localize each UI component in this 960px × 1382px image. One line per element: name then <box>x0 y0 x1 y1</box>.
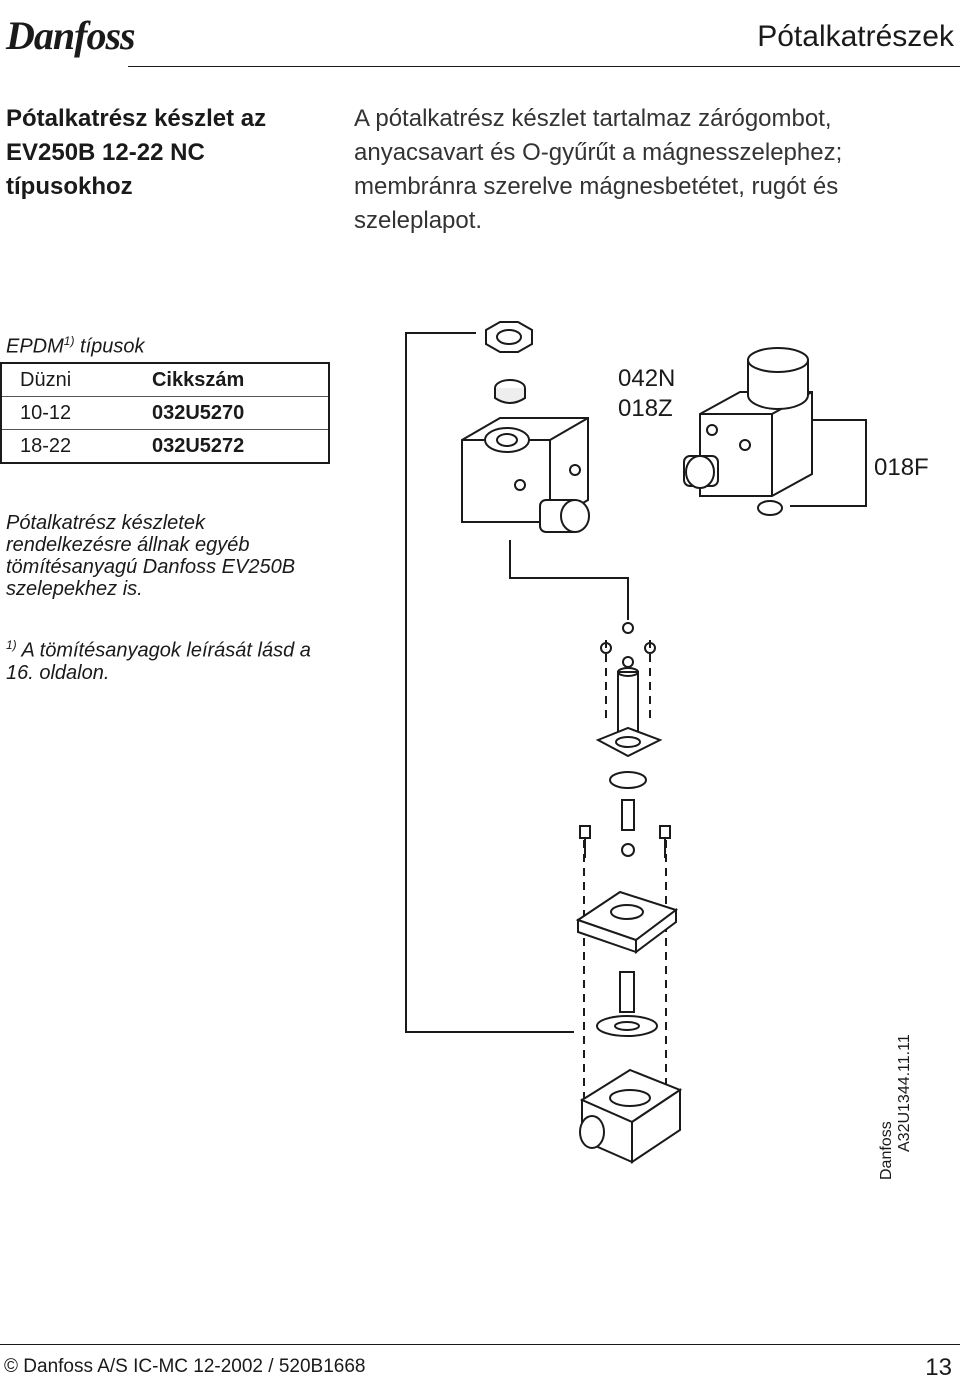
table-header-row: Düzni Cikkszám <box>1 363 329 397</box>
section-title: Pótalkatrész készlet az EV250B 12-22 NC … <box>6 105 267 200</box>
label-042n: 042N <box>618 365 676 392</box>
drawing-brand: Danfoss <box>878 1121 895 1180</box>
table-caption-footnote-marker: 1) <box>63 334 75 348</box>
table-cell-nozzle: 18-22 <box>20 434 72 457</box>
drawing-id: Danfoss <box>878 1090 896 1180</box>
availability-note: Pótalkatrész készletek rendelkezésre áll… <box>6 512 296 600</box>
header-rule <box>128 66 960 67</box>
table-caption-rest: típusok <box>74 335 145 358</box>
coil-left-part <box>461 417 590 533</box>
column-header-code: Cikkszám <box>133 363 329 397</box>
parts-table: Düzni Cikkszám 10-12 032U5270 18-22 032U… <box>0 362 330 464</box>
o-ring-part <box>757 500 783 516</box>
bracket-line-right <box>790 419 867 507</box>
drawing-code: A32U1344.11.11 <box>896 1034 913 1152</box>
coil-right-part <box>683 347 813 497</box>
nut-part <box>485 321 533 353</box>
bracket-line-mid <box>509 540 629 620</box>
footnote-text: A tömítésanyagok leírását lásd a 16. old… <box>6 639 311 684</box>
long-screw-left-part <box>579 825 591 858</box>
footnote-marker: 1) <box>6 638 17 652</box>
closing-knob-part <box>494 379 526 404</box>
table-cell-code: 032U5270 <box>133 396 329 430</box>
cover-plate-part <box>575 890 679 954</box>
spring-part <box>621 799 635 857</box>
label-018z: 018Z <box>618 395 673 422</box>
label-coil-group: 042N 018Z <box>618 364 675 424</box>
page-title: Pótalkatrészek <box>757 20 954 53</box>
danfoss-logo: Danfoss <box>6 13 136 58</box>
section-description: A pótalkatrész készlet tartalmaz zárógom… <box>354 105 843 234</box>
table-caption-main: EPDM <box>6 335 64 358</box>
armature-tube-part <box>595 667 663 758</box>
table-cell-nozzle: 10-12 <box>1 396 134 430</box>
label-018f: 018F <box>874 454 929 481</box>
long-screw-right-part <box>659 825 671 858</box>
footer-rule <box>0 1344 960 1345</box>
valve-body-part <box>579 1068 683 1164</box>
screw-top-group <box>600 622 656 668</box>
column-header-nozzle: Düzni <box>1 363 134 397</box>
footer-copyright: © Danfoss A/S IC-MC 12-2002 / 520B1668 <box>4 1356 366 1377</box>
drawing-code-wrap: A32U1344.11.11 <box>896 1012 914 1152</box>
table-row: 18-22 032U5272 <box>1 430 329 464</box>
footnote: 1) A tömítésanyagok leírását lásd a 16. … <box>6 634 326 684</box>
page-number: 13 <box>925 1354 952 1381</box>
table-caption: EPDM1) típusok <box>6 334 145 359</box>
o-ring-lower-part <box>609 771 647 789</box>
bracket-line-left <box>405 332 574 1033</box>
table-cell-code: 032U5272 <box>151 434 245 457</box>
diaphragm-part <box>596 971 658 1037</box>
table-row: 10-12 032U5270 <box>1 396 329 430</box>
